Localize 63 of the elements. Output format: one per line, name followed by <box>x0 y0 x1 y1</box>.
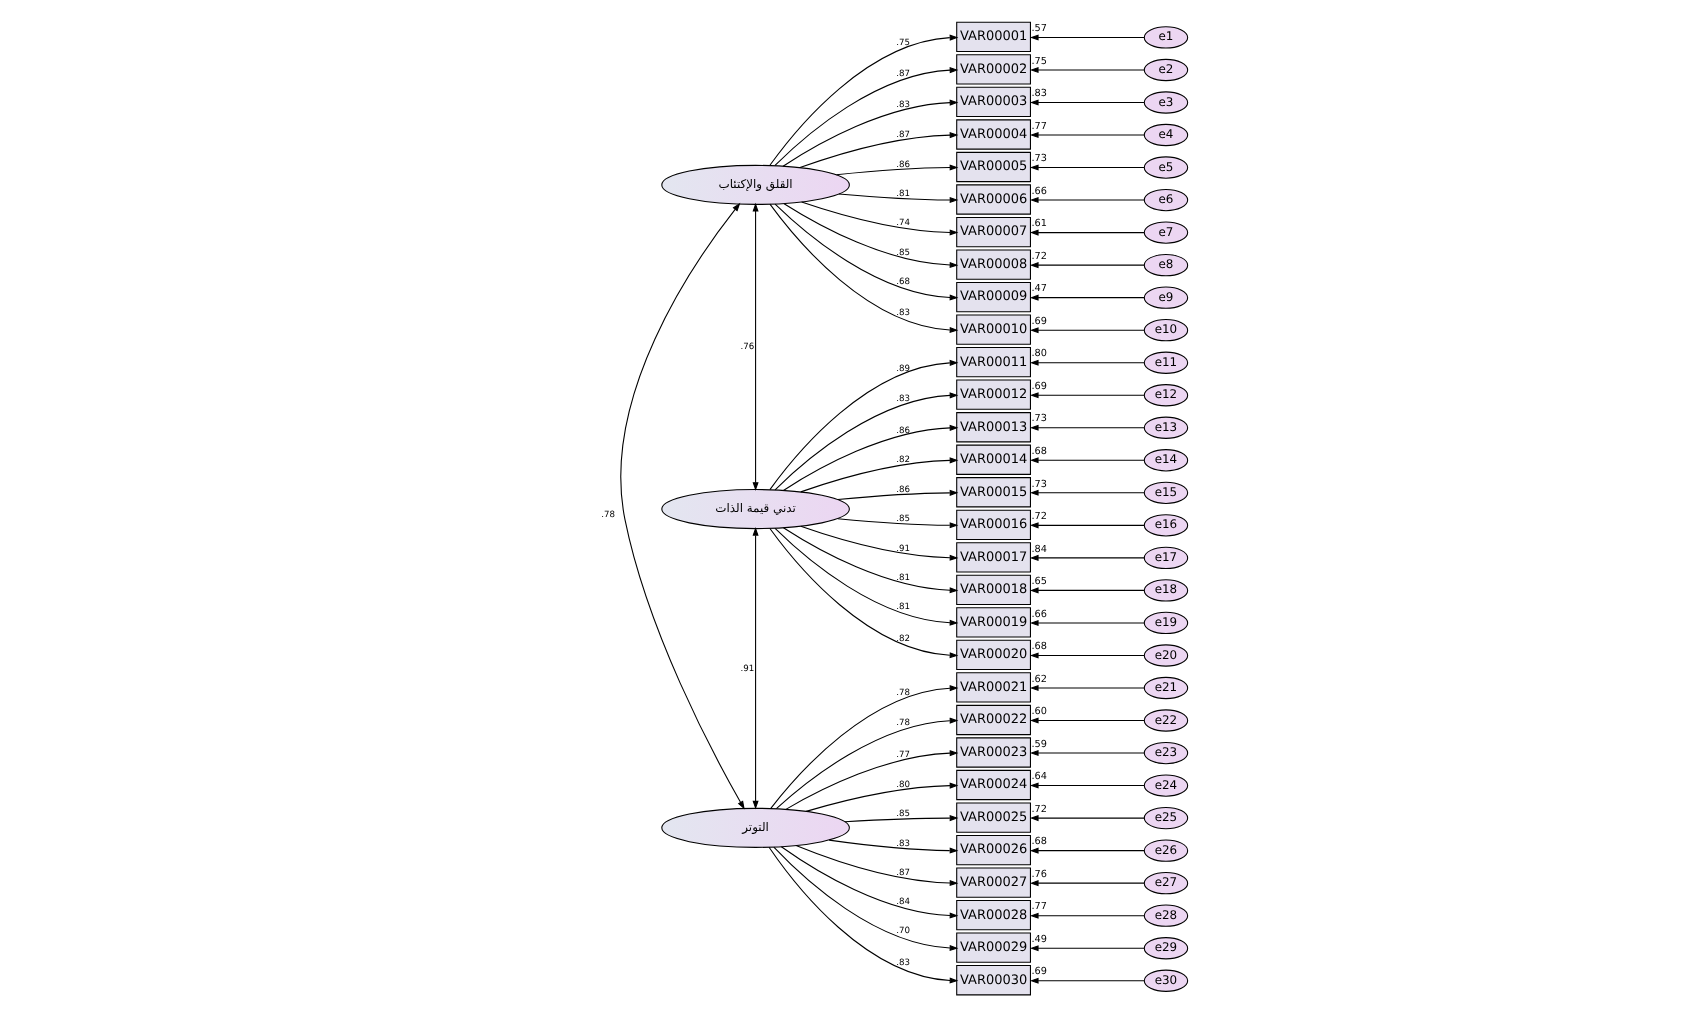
arrow <box>843 815 958 823</box>
arrow <box>799 457 958 493</box>
arrow <box>1028 327 1144 334</box>
arrow <box>784 750 958 810</box>
arrow <box>794 844 958 887</box>
arrow <box>800 201 958 236</box>
arrow <box>1028 99 1144 106</box>
arrow <box>782 203 958 269</box>
arrow <box>1028 847 1144 854</box>
arrow <box>1028 684 1144 692</box>
arrow <box>1028 457 1144 464</box>
arrow <box>1028 945 1144 952</box>
arrow <box>836 489 958 501</box>
arrow <box>1028 229 1144 236</box>
arrow <box>767 846 958 984</box>
arrow <box>751 526 758 810</box>
arrow <box>768 528 958 659</box>
arrow <box>768 203 958 333</box>
arrow <box>773 203 958 301</box>
arrow <box>1028 815 1144 822</box>
arrow <box>799 525 958 561</box>
arrow <box>1028 717 1144 724</box>
arrow <box>1028 164 1144 171</box>
arrow <box>1028 66 1144 73</box>
arrow <box>773 392 958 491</box>
arrow <box>1028 392 1144 399</box>
arrow <box>773 67 958 166</box>
arrow <box>781 424 958 491</box>
arrow <box>1028 522 1144 529</box>
arrow <box>781 527 958 594</box>
arrow <box>1028 782 1144 789</box>
arrow <box>827 839 958 854</box>
arrow <box>1028 131 1144 139</box>
arrow <box>619 202 744 810</box>
arrow <box>1028 912 1144 919</box>
arrow <box>804 782 958 812</box>
arrow <box>834 164 958 176</box>
arrow <box>1028 197 1144 204</box>
arrow <box>1028 652 1144 659</box>
arrow <box>1028 750 1144 757</box>
arrow <box>1028 619 1144 626</box>
arrow <box>779 846 958 919</box>
arrow <box>1028 554 1144 561</box>
arrow <box>774 717 958 810</box>
arrow <box>1028 294 1144 301</box>
arrow <box>773 527 958 626</box>
arrow <box>1028 359 1144 366</box>
arrow <box>769 685 958 809</box>
arrow <box>1028 880 1144 887</box>
arrow <box>772 846 958 952</box>
arrow <box>1028 262 1144 269</box>
arrow <box>798 132 958 169</box>
arrow <box>781 99 958 167</box>
arrow <box>1028 34 1144 41</box>
arrow <box>751 202 758 491</box>
arrow <box>768 359 958 491</box>
arrow <box>1028 424 1144 431</box>
arrow <box>837 193 958 204</box>
arrow <box>1028 587 1144 594</box>
arrow <box>1028 977 1144 984</box>
arrow <box>1028 489 1144 496</box>
arrow <box>836 518 958 529</box>
arrow <box>768 34 958 166</box>
